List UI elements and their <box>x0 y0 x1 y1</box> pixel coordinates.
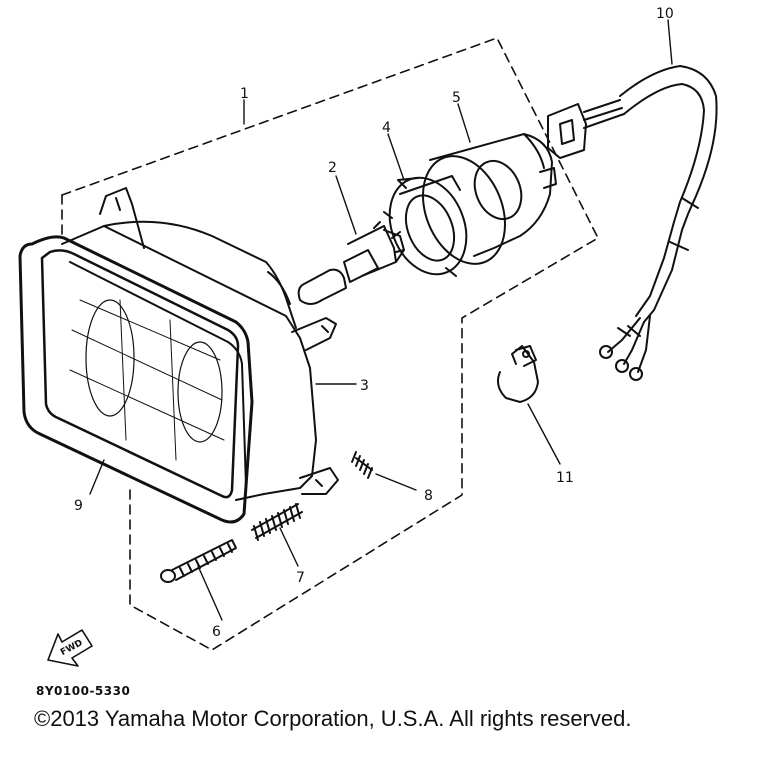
headlight-unit <box>61 187 339 501</box>
callout-3: 3 <box>360 378 369 394</box>
callout-4: 4 <box>382 120 391 136</box>
copyright-notice: ©2013 Yamaha Motor Corporation, U.S.A. A… <box>34 706 632 731</box>
long-screw <box>160 539 237 583</box>
fwd-arrow-icon <box>47 629 93 667</box>
callout-1: 1 <box>240 86 249 102</box>
callout-5: 5 <box>452 90 461 106</box>
headlight-rim <box>18 235 254 524</box>
callout-8: 8 <box>424 488 433 504</box>
small-spring <box>351 451 373 479</box>
assembly-boundary <box>61 37 599 651</box>
adjuster-spring <box>251 503 303 541</box>
socket-cover <box>421 133 557 265</box>
callout-7: 7 <box>296 570 305 586</box>
leader-lines <box>89 19 673 621</box>
callout-2: 2 <box>328 160 337 176</box>
wire-harness <box>547 65 718 381</box>
bulb <box>297 221 405 305</box>
bulb-holder-ring <box>383 175 468 277</box>
callout-9: 9 <box>74 498 83 514</box>
callout-10: 10 <box>656 6 674 22</box>
wire-clamp <box>497 345 539 403</box>
callout-6: 6 <box>212 624 221 640</box>
drawing-code: 8Y0100-5330 <box>36 684 131 698</box>
callout-11: 11 <box>556 470 574 486</box>
